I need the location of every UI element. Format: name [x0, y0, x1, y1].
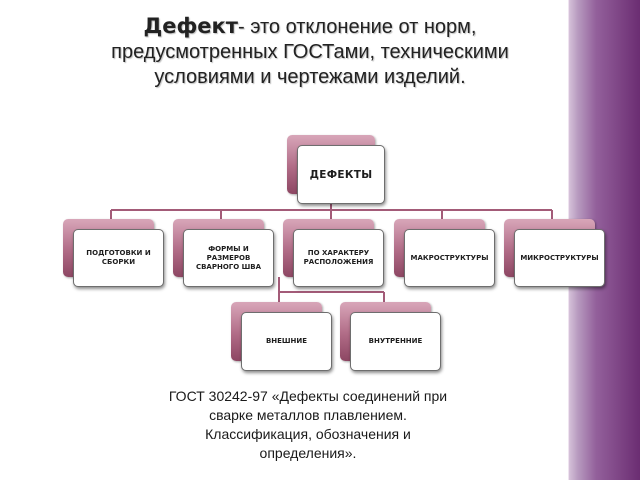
node-preparation-label: ПОДГОТОВКИ И СБОРКИ: [73, 229, 164, 287]
node-weld-shape-label: ФОРМЫ И РАЗМЕРОВ СВАРНОГО ШВА: [183, 229, 274, 287]
heading-line-3: условиями и чертежами изделий.: [154, 66, 466, 88]
heading-line-1: Дефект- это отклонение от норм,: [40, 14, 580, 40]
heading-line-2: предусмотренных ГОСТами, техническими: [111, 41, 509, 63]
node-external-label: ВНЕШНИЕ: [241, 312, 332, 371]
heading-dash: -: [237, 16, 245, 38]
node-microstructure-label: МИКРОСТРУКТУРЫ: [514, 229, 605, 287]
slide-heading: Дефект- это отклонение от норм, предусмо…: [40, 14, 580, 90]
node-macrostructure-label: МАКРОСТРУКТУРЫ: [404, 229, 495, 287]
node-internal-label: ВНУТРЕННИЕ: [350, 312, 441, 371]
gost-caption: ГОСТ 30242-97 «Дефекты соединений при св…: [168, 388, 448, 461]
node-by-location-label: ПО ХАРАКТЕРУ РАСПОЛОЖЕНИЯ: [293, 229, 384, 287]
node-root-label: ДЕФЕКТЫ: [297, 145, 385, 204]
heading-line-1-rest: это отклонение от норм,: [244, 16, 477, 38]
heading-term: Дефект: [143, 14, 238, 38]
